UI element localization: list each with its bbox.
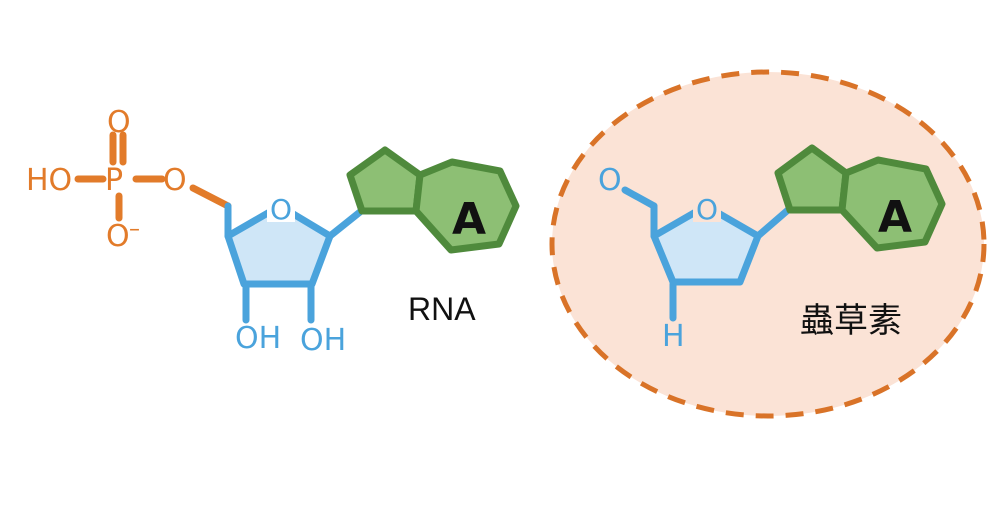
ribose-ring bbox=[224, 202, 334, 288]
ring-o-mask bbox=[693, 196, 721, 222]
cordycepin-o-top-label: O bbox=[598, 163, 622, 198]
cordycepin-h-label: H bbox=[662, 319, 685, 354]
bond-o-c5 bbox=[189, 184, 232, 210]
cordycepin-ring-o-label: O bbox=[696, 193, 718, 226]
base-six-ring bbox=[838, 156, 946, 252]
phosphate-ho-label: HO bbox=[26, 163, 72, 198]
bond-c1-base bbox=[754, 206, 792, 240]
adenine-base bbox=[346, 146, 520, 254]
base-six-ring bbox=[412, 158, 520, 254]
base-five-ring bbox=[346, 146, 424, 215]
ribose-oh-right-label: OH bbox=[300, 323, 346, 358]
phosphate-o-top-label: O bbox=[107, 105, 131, 140]
ring-o-mask bbox=[267, 196, 295, 222]
phosphate-group bbox=[74, 131, 232, 222]
ribose-oh-left-label: OH bbox=[235, 321, 281, 356]
deoxy-sugar bbox=[621, 186, 792, 322]
phosphate-p-label: P bbox=[105, 163, 123, 198]
bond-c1-base bbox=[326, 208, 364, 240]
phosphate-minus-sign: – bbox=[129, 217, 140, 242]
phosphate-o-ester-label: O bbox=[163, 163, 187, 198]
cordycepin-molecule: O O H A 蟲草素 bbox=[549, 69, 987, 419]
deoxy-ring bbox=[650, 202, 762, 286]
bond-o-c5 bbox=[621, 186, 658, 210]
cordycepin-base-a-letter: A bbox=[878, 192, 912, 243]
cordycepin-adenine-base bbox=[774, 144, 946, 252]
base-a-letter: A bbox=[452, 194, 486, 245]
rna-molecule: HO P O O – O O OH OH A RNA bbox=[26, 105, 520, 358]
base-five-ring bbox=[774, 144, 850, 214]
rna-label: RNA bbox=[408, 291, 476, 327]
ribose-ring-o-label: O bbox=[270, 193, 292, 226]
phosphate-o-minus-label: O bbox=[106, 219, 130, 254]
cordycepin-label: 蟲草素 bbox=[800, 301, 902, 341]
ribose-sugar bbox=[224, 196, 364, 324]
